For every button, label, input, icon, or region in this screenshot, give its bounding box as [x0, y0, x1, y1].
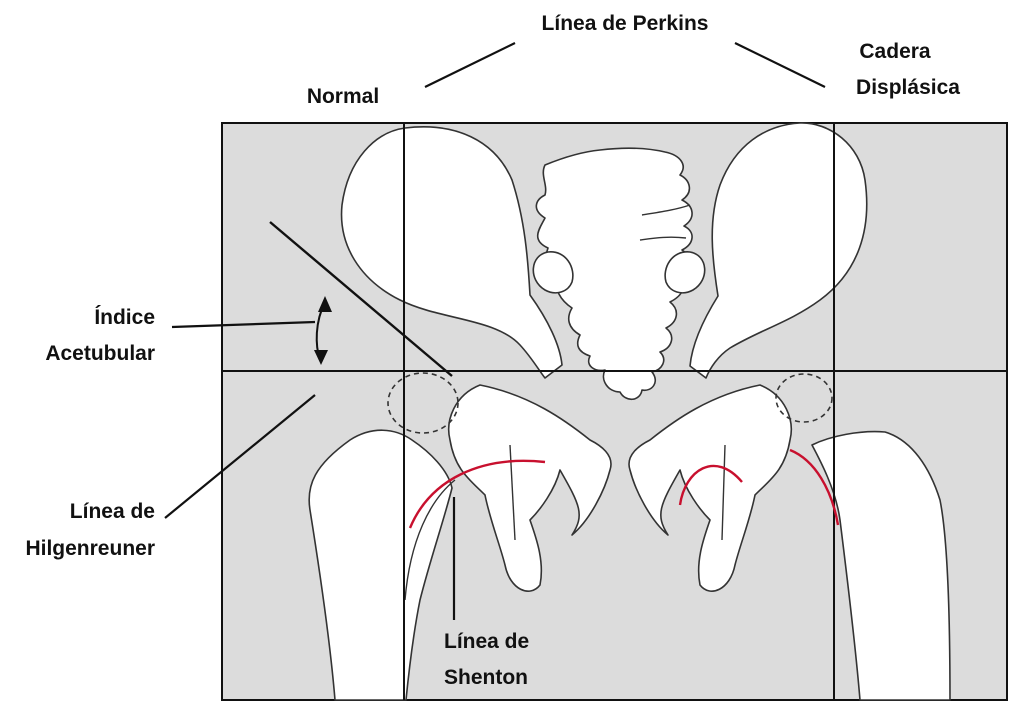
perkins-pointer-right [735, 43, 825, 87]
perkins-label: Línea de Perkins [542, 12, 709, 35]
hilgenreiner-label-line2: Hilgenreuner [25, 537, 155, 560]
acetabular-label-line2: Acetubular [45, 342, 155, 365]
dysplastic-label-line1: Cadera [859, 40, 931, 63]
normal-label: Normal [307, 85, 379, 108]
shenton-label-line2: Shenton [444, 666, 528, 689]
dysplastic-label-line2: Displásica [856, 76, 960, 99]
shenton-label-line1: Línea de [444, 630, 529, 653]
hilgenreiner-label-line1: Línea de [70, 500, 155, 523]
acetabular-label-line1: Índice [94, 306, 155, 329]
perkins-pointer-left [425, 43, 515, 87]
